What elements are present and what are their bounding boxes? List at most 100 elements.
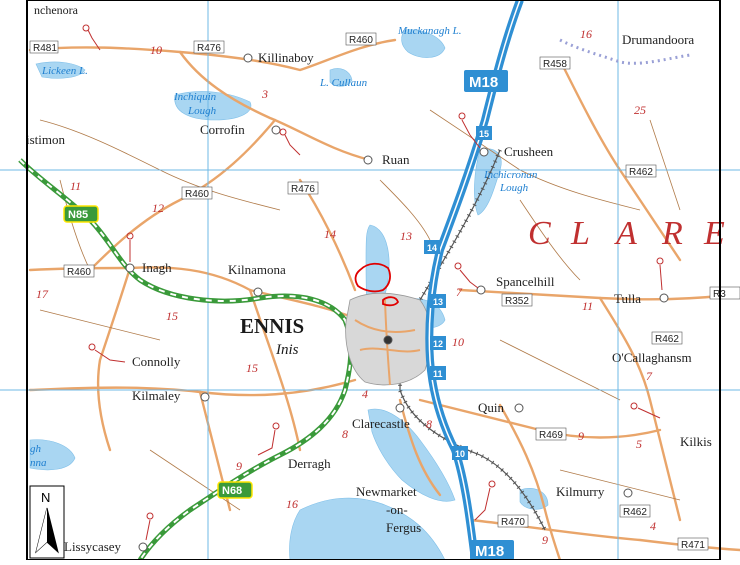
junction-box: 13	[430, 294, 446, 308]
road-label-box: R481	[29, 40, 59, 54]
place-label: Ruan	[382, 152, 410, 167]
motorway-label-box: M18	[464, 70, 508, 92]
place-label: Drumandoora	[622, 32, 694, 47]
svg-text:10: 10	[455, 449, 465, 459]
svg-text:8: 8	[426, 417, 432, 431]
water-label: Lough	[499, 182, 529, 194]
svg-text:R481: R481	[33, 43, 57, 54]
place-label: Kilmaley	[132, 388, 181, 403]
junction-box: 15	[476, 126, 492, 140]
motorway-label-box: M18	[470, 540, 514, 560]
svg-text:14: 14	[324, 227, 336, 241]
svg-text:R462: R462	[623, 507, 647, 518]
road-label-box: R462	[619, 504, 651, 518]
settlement-markers	[125, 53, 669, 552]
svg-text:15: 15	[166, 309, 178, 323]
place-label: Corrofin	[200, 122, 245, 137]
water-label: Lough	[187, 105, 217, 117]
svg-text:8: 8	[342, 427, 348, 441]
county-boundary	[559, 38, 691, 65]
svg-text:15: 15	[479, 129, 489, 139]
road-label-box: R476	[193, 40, 225, 54]
place-label: Kilmurry	[556, 484, 605, 499]
svg-text:16: 16	[580, 27, 592, 41]
water-label: Inchiquin	[173, 91, 217, 103]
road-label-box: R3	[709, 286, 740, 300]
county-letter: L	[570, 215, 590, 252]
svg-text:9: 9	[542, 533, 548, 547]
svg-text:25: 25	[634, 103, 646, 117]
svg-text:11: 11	[582, 299, 593, 313]
svg-text:13: 13	[433, 297, 443, 307]
place-label: Fergus	[386, 520, 421, 535]
place-label: O'Callaghansm	[612, 350, 692, 365]
water-label: Lickeen L.	[41, 65, 88, 77]
national-road-box: N85	[63, 205, 99, 223]
road-label-box: R352	[501, 293, 533, 307]
svg-text:10: 10	[150, 43, 162, 57]
svg-text:17: 17	[36, 287, 49, 301]
svg-text:11: 11	[70, 179, 81, 193]
svg-text:R476: R476	[291, 184, 315, 195]
county-letter: E	[703, 215, 725, 252]
place-label: Spancelhill	[496, 274, 555, 289]
road-label-box: R471	[677, 537, 709, 551]
svg-text:12: 12	[433, 339, 443, 349]
water-bodies	[29, 29, 549, 561]
junction-box: 14	[424, 240, 440, 254]
svg-text:10: 10	[452, 335, 464, 349]
svg-text:3: 3	[261, 87, 268, 101]
water-label: nna	[30, 457, 47, 469]
svg-text:4: 4	[650, 519, 656, 533]
place-labels: Killinaboy Corrofin Ruan Crusheen Druman…	[26, 3, 712, 554]
junction-box: 11	[430, 366, 446, 380]
road-label-box: R476	[287, 181, 319, 195]
pin-markers	[82, 24, 664, 541]
svg-text:R458: R458	[543, 59, 567, 70]
svg-text:12: 12	[152, 201, 164, 215]
place-label: Connolly	[132, 354, 181, 369]
svg-text:14: 14	[427, 243, 437, 253]
svg-text:R469: R469	[539, 430, 563, 441]
north-arrow: N	[29, 485, 65, 559]
town-name: ENNIS	[240, 314, 304, 338]
place-label: Inagh	[142, 260, 172, 275]
water-labels: Muckanagh L. Lickeen L. Inchiquin Lough …	[30, 25, 538, 469]
county-letter: A	[614, 215, 637, 252]
place-label: Lissycasey	[64, 539, 122, 554]
motorway-labels: M18 M18	[464, 70, 514, 560]
water-label: Inchicronan	[483, 169, 538, 181]
national-road-box: N68	[217, 481, 253, 499]
place-label: Newmarket	[356, 484, 417, 499]
svg-text:5: 5	[636, 437, 642, 451]
place-label: Derragh	[288, 456, 331, 471]
place-label: Tulla	[614, 291, 641, 306]
town-irish-name: Inis	[275, 342, 299, 358]
svg-text:R460: R460	[349, 35, 373, 46]
svg-text:M18: M18	[475, 543, 504, 560]
svg-text:7: 7	[646, 369, 653, 383]
water-label: Muckanagh L.	[397, 25, 462, 37]
svg-text:7: 7	[456, 285, 463, 299]
road-label-box: R462	[651, 331, 683, 345]
svg-text:4: 4	[362, 387, 368, 401]
svg-text:N68: N68	[222, 485, 242, 497]
svg-text:N85: N85	[68, 209, 88, 221]
svg-text:R470: R470	[501, 517, 525, 528]
site-outline	[354, 262, 400, 307]
svg-text:R460: R460	[67, 267, 91, 278]
place-label: Quin	[478, 400, 505, 415]
svg-text:R462: R462	[655, 334, 679, 345]
water-label: gh	[30, 443, 42, 455]
grid-numbers: 10 16 25 3 11 12 14 13 17 15 7 11 10 15 …	[36, 27, 656, 547]
svg-text:M18: M18	[469, 74, 498, 91]
place-label: nchenora	[34, 3, 79, 17]
road-label-box: R460	[63, 264, 95, 278]
place-label: Crusheen	[504, 144, 554, 159]
place-label: Clarecastle	[352, 416, 410, 431]
place-label: istimon	[26, 132, 66, 147]
road-label-box: R460	[181, 186, 213, 200]
